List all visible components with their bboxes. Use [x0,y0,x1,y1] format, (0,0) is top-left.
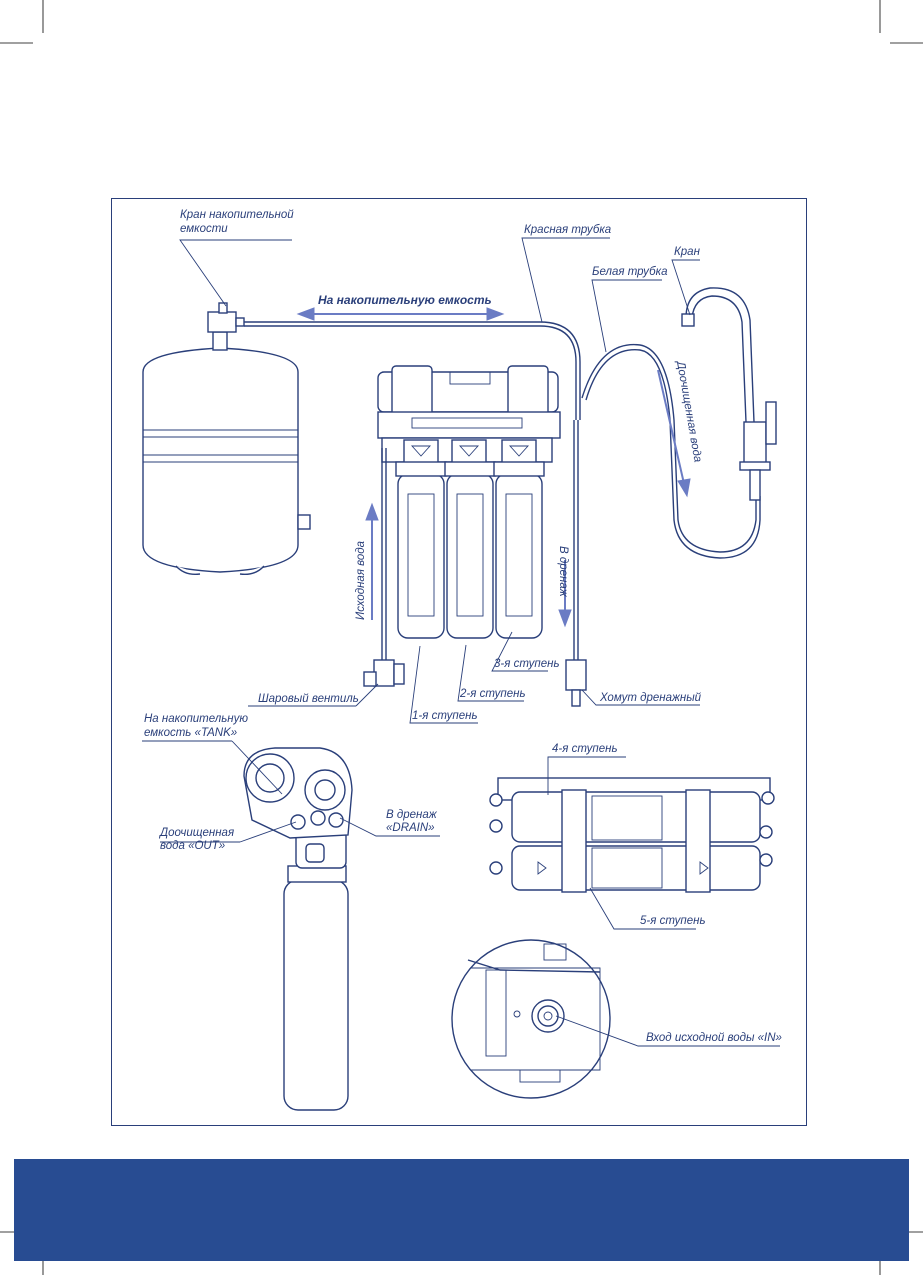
drain-clamp [565,659,587,707]
label-tank-valve-1: Кран накопительной [180,209,294,221]
label-red-tube: Красная трубка [524,224,611,236]
label-to-drain: В дренаж [557,546,569,598]
label-white-tube: Белая трубка [592,266,667,278]
label-stage1: 1-я ступень [412,710,478,722]
label-out-port-1: Доочищенная [158,827,234,839]
label-tank-port-2: емкость «TANK» [144,727,237,739]
label-stage3: 3-я ступень [494,658,560,670]
ro-unit-top [377,365,561,465]
in-port-detail [451,939,611,1099]
filter-housings [395,461,545,639]
membrane-unit [489,777,775,893]
label-faucet: Кран [674,246,701,258]
footer-band [14,1159,909,1261]
label-tank-port-1: На накопительную [144,713,248,725]
label-ball-valve: Шаровый вентиль [258,693,359,705]
tank-valve [207,302,245,333]
label-stage2: 2-я ступень [459,688,526,700]
leader-lines [142,237,780,1047]
diagram-frame [111,198,807,1126]
label-stage4: 4-я ступень [552,743,618,755]
label-stage5: 5-я ступень [640,915,706,927]
label-purified-water: Доочищенная вода [674,358,704,463]
label-to-tank: На накопительную емкость [318,293,492,307]
label-tank-valve-2: емкости [180,223,228,235]
to-tank-arrow [296,307,505,321]
label-drain-port-2: «DRAIN» [386,822,435,834]
label-drain-port-1: В дренаж [386,809,438,821]
postfilter-assembly [243,747,353,1111]
label-in-port: Вход исходной воды «IN» [646,1032,782,1044]
ball-valve [363,659,405,687]
label-out-port-2: вода «OUT» [160,840,225,852]
label-source-water: Исходная вода [355,541,367,620]
faucet [681,287,777,501]
label-drain-clamp: Хомут дренажный [599,692,702,704]
storage-tank [142,331,311,576]
